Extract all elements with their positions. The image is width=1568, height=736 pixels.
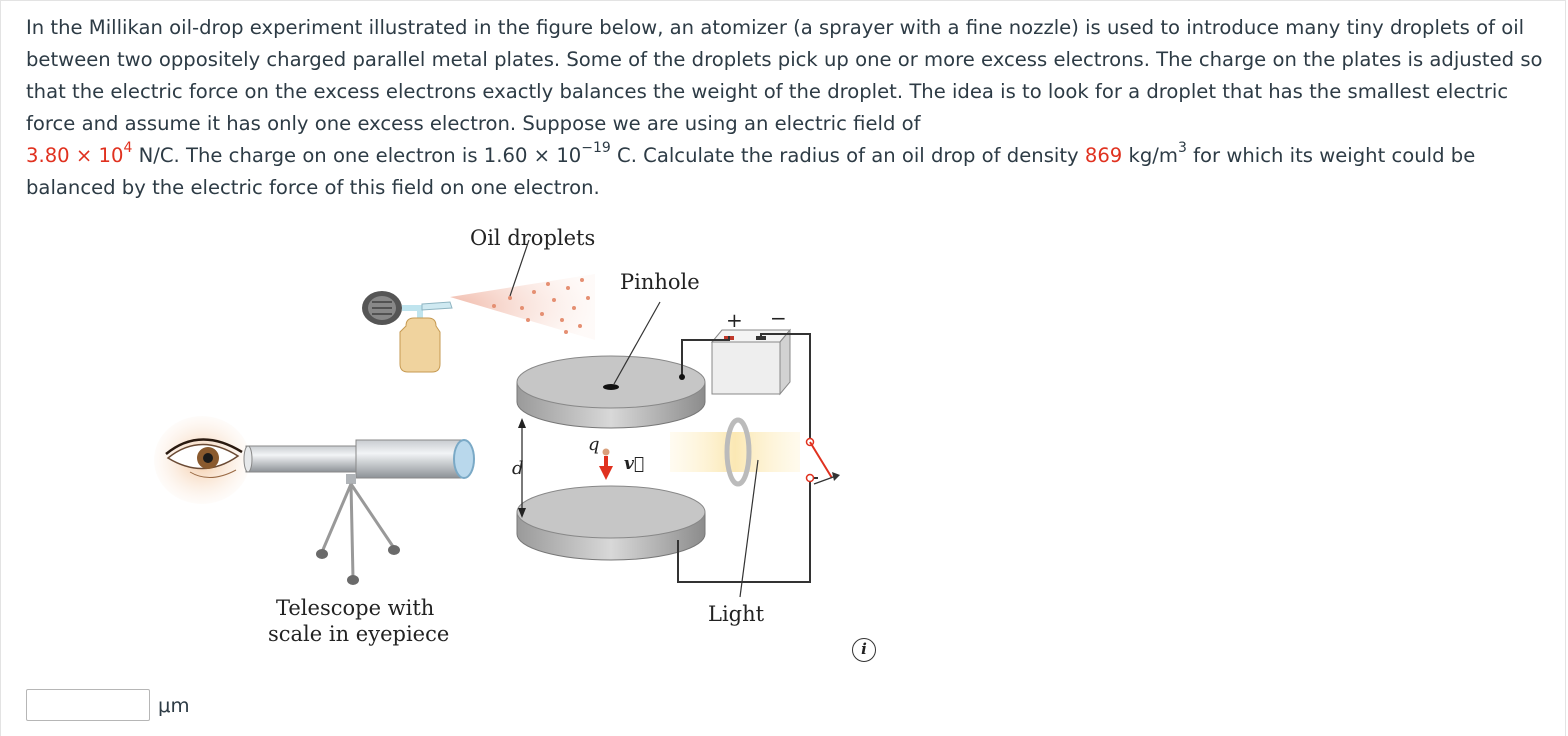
answer-row: μm [26,688,190,722]
label-oil-droplets: Oil droplets [470,226,596,250]
battery-minus-label: − [770,306,787,330]
times-sign: × [533,144,551,167]
oil-droplet-dots [492,278,590,334]
field-value: 3.80 × 104 [26,140,133,167]
label-light: Light [708,602,765,626]
answer-input[interactable] [26,689,150,721]
info-icon[interactable]: i [852,638,876,662]
question-paragraph-2: for which its weight could be balanced b… [26,144,1476,199]
density-unit: kg/m [1128,144,1178,167]
answer-unit: μm [158,693,190,717]
lower-plate [516,485,706,561]
question-paragraph-1: In the Millikan oil-drop experiment illu… [26,16,1543,135]
label-d: d [512,458,524,479]
switch [805,437,840,485]
label-q: q [588,434,600,455]
density-value: 869 [1084,144,1123,167]
upper-plate [516,355,706,429]
density-exponent: 3 [1178,140,1187,157]
question-text: In the Millikan oil-drop experiment illu… [26,12,1546,204]
label-velocity: v⃗ [624,454,645,474]
label-telescope-line2: scale in eyepiece [268,622,450,646]
battery-plus-label: + [726,308,743,332]
charge-unit-text: C. Calculate the radius of an oil drop o… [610,144,1079,167]
millikan-apparatus-figure: Oil droplets Pinhole + − d q v⃗ Telescop… [150,222,890,652]
charge-exponent: −19 [581,140,611,157]
eye-illustration [154,416,250,504]
charge-base: 10 [556,144,582,167]
telescope [243,439,475,585]
label-telescope-line1: Telescope with [276,596,435,620]
atomizer [362,274,595,373]
label-pinhole: Pinhole [620,270,700,294]
field-unit-text: N/C. The charge on one electron is 1.60 [132,144,528,167]
